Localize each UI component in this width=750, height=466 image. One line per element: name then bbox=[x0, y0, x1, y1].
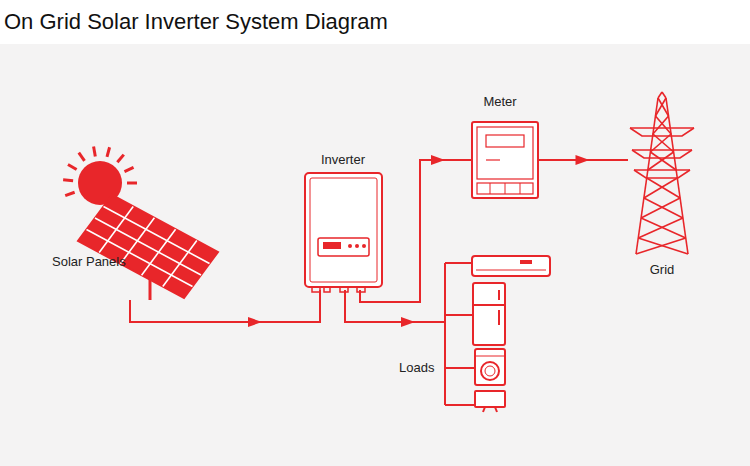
power-connector bbox=[538, 155, 628, 165]
component-label: Meter bbox=[483, 94, 516, 110]
sun-icon bbox=[63, 147, 137, 205]
component-label: Solar Panels bbox=[52, 254, 126, 270]
component-node: Meter bbox=[465, 92, 545, 200]
washing-machine-icon bbox=[475, 349, 505, 385]
power-connector bbox=[130, 290, 320, 327]
component-node: Loads bbox=[395, 252, 555, 414]
power-connector bbox=[345, 290, 445, 327]
air-conditioner-icon bbox=[472, 256, 550, 276]
television-icon bbox=[475, 391, 505, 412]
meter-icon bbox=[472, 122, 538, 198]
component-label: Grid bbox=[650, 262, 675, 278]
component-node: Solar Panels bbox=[45, 150, 223, 300]
component-label: Loads bbox=[399, 360, 434, 376]
component-node: Grid bbox=[620, 92, 698, 282]
loads-wiring bbox=[445, 263, 475, 405]
solar-panel-icon bbox=[78, 195, 218, 300]
diagram-title: On Grid Solar Inverter System Diagram bbox=[4, 9, 388, 35]
power-connector bbox=[360, 155, 472, 302]
component-label: Inverter bbox=[321, 152, 365, 168]
refrigerator-icon bbox=[473, 283, 505, 345]
pylon-icon bbox=[630, 92, 694, 254]
component-node: Inverter bbox=[300, 150, 386, 290]
inverter-icon bbox=[305, 173, 382, 292]
